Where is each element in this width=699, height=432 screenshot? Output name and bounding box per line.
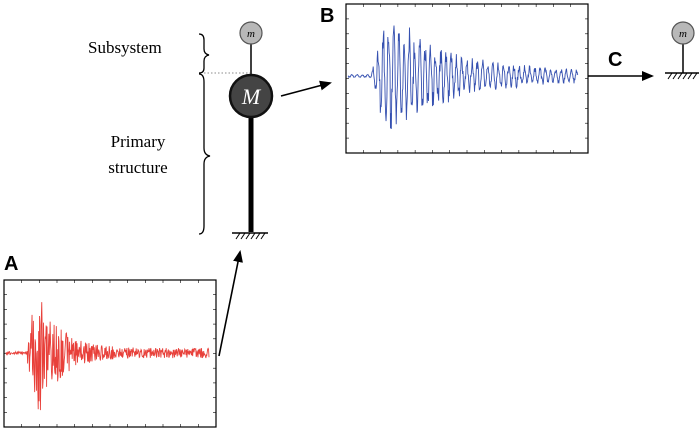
arrow-mass-to-b — [280, 80, 332, 97]
subsystem-label: Subsystem — [88, 38, 162, 57]
ground-support-subsystem — [665, 72, 699, 80]
subsystem-brace — [198, 33, 210, 74]
panel-label-b: B — [320, 5, 334, 27]
primary-mass: M — [228, 73, 274, 119]
panel-a-ticks — [4, 280, 216, 427]
panel-a-waveform — [5, 302, 210, 411]
ground-support-primary — [232, 232, 268, 240]
subsystem-mass-isolated-label: m — [679, 28, 687, 40]
primary-structure-label-line2: structure — [108, 158, 167, 177]
panel-a-signal-plot — [3, 279, 217, 428]
panel-b-signal-plot — [345, 3, 589, 154]
arrow-a-to-ground — [218, 250, 243, 357]
subsystem-mass-isolated: m — [671, 21, 695, 45]
subsystem-mass-label: m — [247, 28, 255, 40]
panel-label-a: A — [4, 253, 18, 275]
primary-structure-brace — [198, 73, 211, 235]
subsystem-mass: m — [239, 21, 263, 45]
primary-structure-label-line1: Primary — [111, 132, 166, 151]
panel-label-c: C — [608, 49, 622, 71]
panel-b-waveform — [347, 25, 579, 129]
panel-b-ticks — [346, 4, 588, 153]
primary-mass-label: M — [241, 84, 262, 109]
